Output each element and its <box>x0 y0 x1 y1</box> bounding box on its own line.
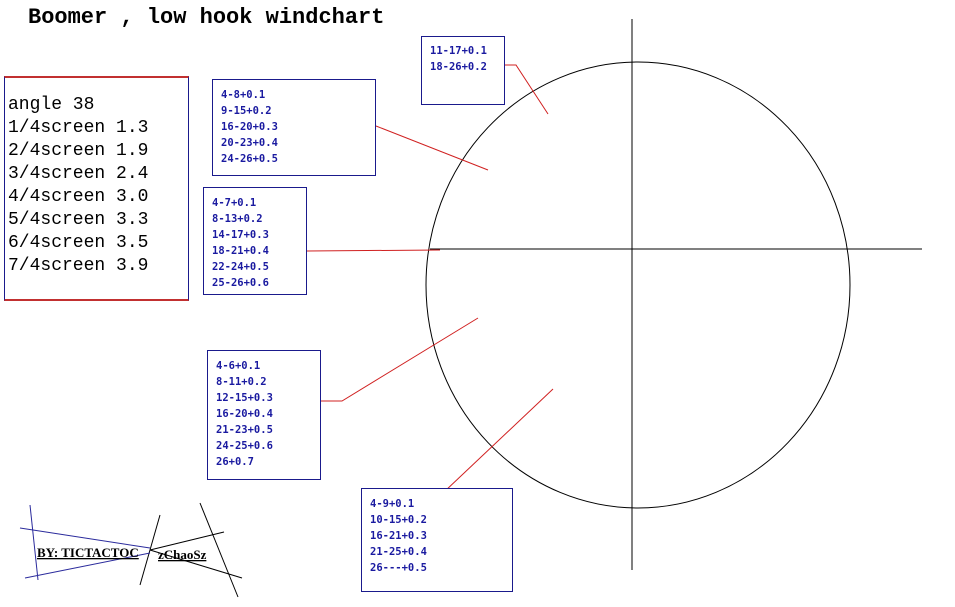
wind-adjust-line: 24-25+0.6 <box>216 440 273 452</box>
settings-line: 6/4screen 3.5 <box>8 233 149 253</box>
wind-adjust-line: 26+0.7 <box>216 456 254 468</box>
wind-circle <box>425 61 851 509</box>
wind-adjust-line: 14-17+0.3 <box>212 229 269 241</box>
settings-line: 5/4screen 3.3 <box>8 210 149 230</box>
page-title: Boomer , low hook windchart <box>28 5 385 30</box>
wind-adjust-line: 21-25+0.4 <box>370 546 427 558</box>
leader-line-upper-left <box>375 125 489 171</box>
wind-adjust-line: 9-15+0.2 <box>221 105 272 117</box>
wind-adjust-line: 10-15+0.2 <box>370 514 427 526</box>
settings-line: 4/4screen 3.0 <box>8 187 149 207</box>
wind-adjust-line: 12-15+0.3 <box>216 392 273 404</box>
wind-adjust-line: 16-21+0.3 <box>370 530 427 542</box>
wind-adjust-line: 16-20+0.3 <box>221 121 278 133</box>
settings-panel: angle 38 1/4screen 1.3 2/4screen 1.9 3/4… <box>4 76 189 301</box>
wind-adjust-line: 21-23+0.5 <box>216 424 273 436</box>
wind-adjust-line: 4-7+0.1 <box>212 197 257 209</box>
wind-adjust-line: 26---+0.5 <box>370 562 427 574</box>
wind-adjust-line: 18-26+0.2 <box>430 61 487 73</box>
leader-line-left <box>306 249 441 252</box>
wind-adjust-line: 16-20+0.4 <box>216 408 273 420</box>
signature-author: BY: TICTACTOC <box>37 545 139 560</box>
wind-adjust-line: 25-26+0.6 <box>212 277 269 289</box>
leader-line-bottom <box>443 388 554 493</box>
settings-line: 2/4screen 1.9 <box>8 141 149 161</box>
wind-adjust-line: 18-21+0.4 <box>212 245 269 257</box>
wind-adjust-line: 4-6+0.1 <box>216 360 261 372</box>
wind-adjust-line: 8-13+0.2 <box>212 213 263 225</box>
settings-line: 3/4screen 2.4 <box>8 164 149 184</box>
signature-coauthor: zChaoSz <box>158 547 207 562</box>
wind-adjust-line: 24-26+0.5 <box>221 153 278 165</box>
wind-adjust-line: 4-9+0.1 <box>370 498 415 510</box>
wind-box-lower-left: 4-6+0.1 8-11+0.2 12-15+0.3 16-20+0.4 21-… <box>207 350 321 480</box>
wind-adjust-line: 4-8+0.1 <box>221 89 266 101</box>
wind-box-bottom: 4-9+0.1 10-15+0.2 16-21+0.3 21-25+0.4 26… <box>361 488 513 592</box>
wind-adjust-line: 22-24+0.5 <box>212 261 269 273</box>
wind-adjust-line: 11-17+0.1 <box>430 45 487 57</box>
settings-line: 7/4screen 3.9 <box>8 256 149 276</box>
wind-box-upper-left: 4-8+0.1 9-15+0.2 16-20+0.3 20-23+0.4 24-… <box>212 79 376 176</box>
wind-box-top-right: 11-17+0.1 18-26+0.2 <box>421 36 505 105</box>
leader-line-top-right <box>505 64 549 115</box>
wind-box-left: 4-7+0.1 8-13+0.2 14-17+0.3 18-21+0.4 22-… <box>203 187 307 295</box>
wind-adjust-line: 20-23+0.4 <box>221 137 278 149</box>
settings-line: 1/4screen 1.3 <box>8 118 149 138</box>
wind-adjust-line: 8-11+0.2 <box>216 376 267 388</box>
signature-logo: BY: TICTACTOC zChaoSz <box>19 502 243 598</box>
settings-line: angle 38 <box>8 95 95 115</box>
leader-line-lower-left <box>321 317 479 402</box>
